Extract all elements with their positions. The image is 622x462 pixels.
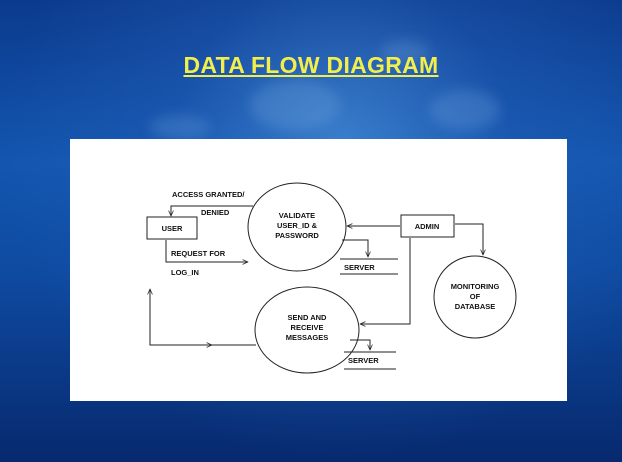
slide-title: DATA FLOW DIAGRAM [183,52,439,78]
messages-label-2: RECEIVE [291,323,324,332]
monitoring-label-2: OF [470,292,481,301]
map-texture [150,115,210,140]
diagram-canvas: USER ADMIN VALIDATE USER_ID & PASSWORD S… [70,139,567,401]
map-texture [250,80,340,130]
request-flow-arrow [165,240,248,262]
data-flow-diagram: USER ADMIN VALIDATE USER_ID & PASSWORD S… [146,182,517,374]
validate-label-2: USER_ID & [277,221,318,230]
validate-to-server-arrow [342,239,368,257]
server-bottom-store-label: SERVER [348,356,379,365]
admin-entity [400,214,455,238]
access-flow-label-2: DENIED [201,208,230,217]
user-entity [146,216,198,240]
admin-entity-label: ADMIN [415,222,440,231]
messages-to-user-arrow [150,289,256,346]
messages-process [254,286,360,374]
request-flow-label-1: REQUEST FOR [171,249,226,258]
validate-process [247,182,347,272]
messages-label-1: SEND AND [288,313,327,322]
map-texture [430,90,500,130]
admin-to-monitoring-arrow [455,223,483,255]
monitoring-label-3: DATABASE [455,302,496,311]
monitoring-label-1: MONITORING [451,282,500,291]
monitoring-process [433,255,517,339]
request-flow-label-2: LOG_IN [171,268,199,277]
access-flow-label-1: ACCESS GRANTED/ [172,190,245,199]
server-top-store-label: SERVER [344,263,375,272]
admin-to-messages-arrow [360,238,411,324]
messages-label-3: MESSAGES [286,333,329,342]
validate-label-1: VALIDATE [279,211,315,220]
access-flow-arrow [171,205,253,216]
map-texture [380,40,430,65]
validate-label-3: PASSWORD [275,231,319,240]
user-entity-label: USER [162,224,183,233]
messages-to-server-arrow [350,339,370,350]
